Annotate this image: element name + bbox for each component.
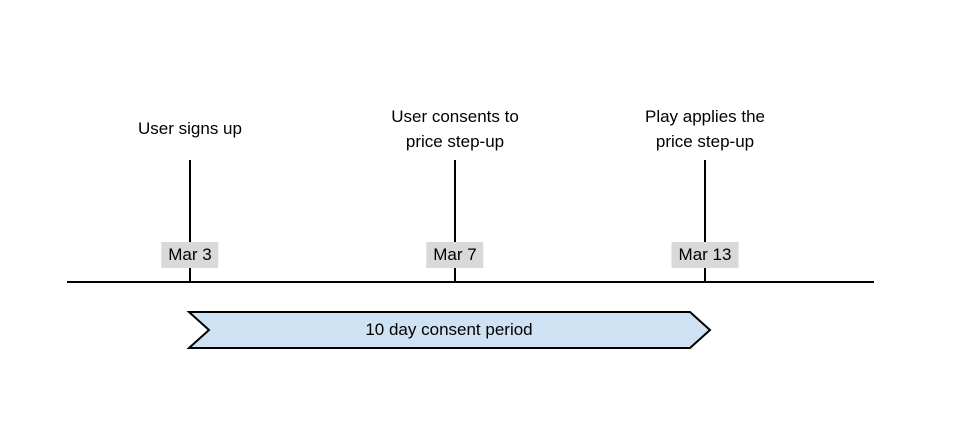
event-tick-line bbox=[454, 160, 456, 282]
consent-period-banner bbox=[186, 311, 712, 349]
consent-period-label: 10 day consent period bbox=[365, 320, 533, 339]
consent-period-banner-shape bbox=[186, 311, 712, 349]
timeline-event-apply: Play applies the price step-up Mar 13 bbox=[595, 0, 815, 446]
timeline-event-signup: User signs up Mar 3 bbox=[80, 0, 300, 446]
event-date-badge: Mar 7 bbox=[426, 242, 484, 268]
timeline-event-consent: User consents to price step-up Mar 7 bbox=[345, 0, 565, 446]
event-label: User consents to price step-up bbox=[391, 107, 519, 151]
timeline-axis bbox=[67, 281, 874, 283]
event-tick-line bbox=[704, 160, 706, 282]
event-tick-line bbox=[189, 160, 191, 282]
event-label: Play applies the price step-up bbox=[644, 107, 766, 151]
event-date-badge: Mar 13 bbox=[671, 242, 739, 268]
event-date-badge: Mar 3 bbox=[161, 242, 219, 268]
event-label: User signs up bbox=[138, 119, 242, 138]
